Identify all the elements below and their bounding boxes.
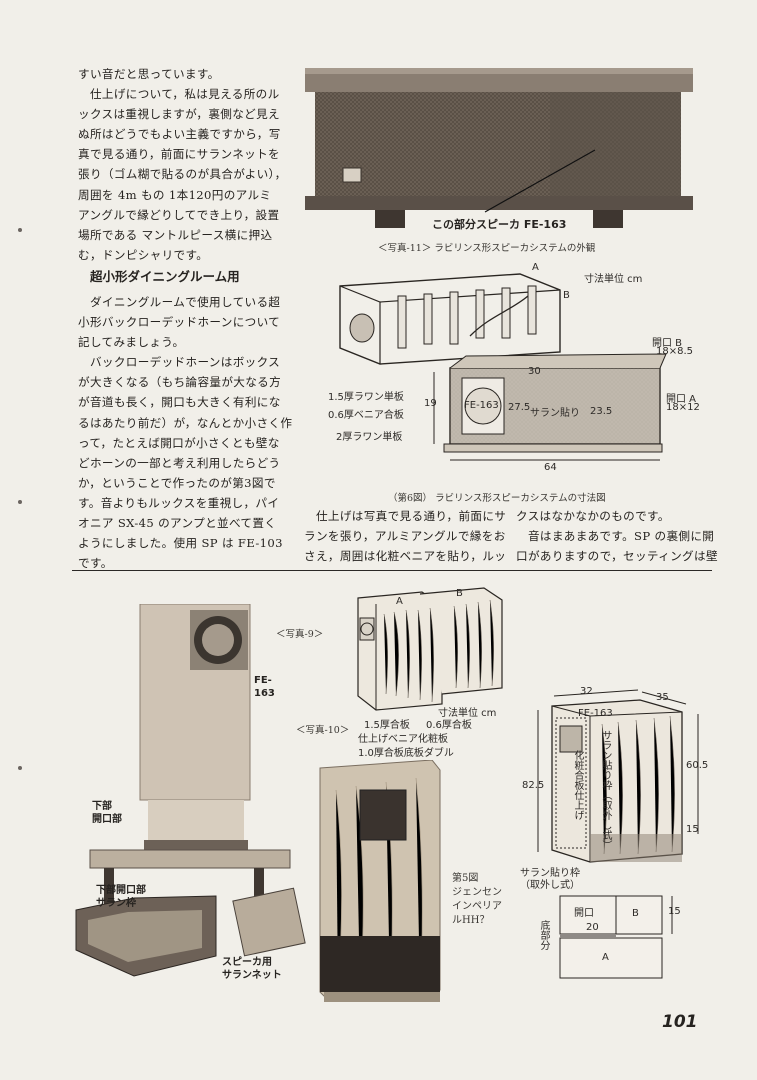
body-line: 記してみましょう。 <box>78 335 185 350</box>
body-line: 周囲を 4m もの 1本120円のアルミ <box>78 187 272 202</box>
fig6-dim-64: 64 <box>544 462 557 473</box>
page-number: 101 <box>662 1012 698 1032</box>
photo10-caption: ＜写真-10＞ <box>296 725 350 736</box>
photo9-caption: ＜写真-9＞ <box>276 629 324 640</box>
margin-dot <box>18 500 22 504</box>
photo10-cabinet <box>319 760 441 1002</box>
photo-label-lower-saran: 下部開口部 サラン枠 <box>96 885 146 909</box>
fig6-opening-a-title: 開口 A <box>666 394 697 405</box>
body-line: か，ということで作ったのが第3図で <box>78 475 276 490</box>
body-line: 張り（ゴム糊で貼るのが具合がよい）， <box>78 167 287 182</box>
fig6-opening-a-size: 18×12 <box>666 402 700 413</box>
photo9-finish: 仕上げベニア化粧板 <box>358 734 448 745</box>
mid-text-col1: 仕上げは写真で見る通り，前面にサランを張り，アルミアングルで縁をおさえ，周囲は化… <box>304 506 507 566</box>
fig6-dim-30: 30 <box>528 366 541 377</box>
body-line: って，たとえば開口が小さくとも壁な <box>78 435 280 450</box>
body-line: 小形バックローデッドホーンについて <box>78 315 281 330</box>
body-line: 真で見る通り，前面にサランネットを <box>78 147 281 162</box>
photo9-mat2: 0.6厚合板 <box>426 720 472 731</box>
fig6-saran: サラン貼り <box>530 408 580 419</box>
photo-speaker-stand <box>75 604 306 977</box>
photo-labyrinth-speaker <box>305 68 693 228</box>
margin-dot <box>18 228 22 232</box>
body-line: 場所である マントルピース横に押込 <box>78 227 273 242</box>
body-line: が音道も長く，開口も大きく有利にな <box>78 395 281 410</box>
fig5-opening: 開口 <box>574 908 594 919</box>
margin-dot <box>18 766 22 770</box>
body-text-section: ダイニングルームで使用している超小形バックローデッドホーンについて記してみましょ… <box>78 292 293 573</box>
fig6-speaker: FE-163 <box>464 400 499 411</box>
photo9-label-a: A <box>396 596 403 607</box>
photo9-base: 1.0厚合板底板ダブル <box>358 748 454 759</box>
fig6-material-1: 1.5厚ラワン単板 <box>328 392 404 403</box>
body-line: が大きくなる（もち論容量が大なる方 <box>78 375 282 390</box>
body-line: す。音よりもルックスを重視し，パイ <box>78 495 280 510</box>
fig5-dim-20: 20 <box>586 922 599 933</box>
photo9-label-b: B <box>456 588 463 599</box>
fig5-saran-frame-2: サラン貼り枠 （取外し式） <box>520 868 580 891</box>
fig6-material-3: 2厚ラワン単板 <box>336 432 403 443</box>
section-heading: 超小形ダイニングルーム用 <box>90 269 240 284</box>
photo9-drawing <box>357 587 503 711</box>
fig5-dim-82-5: 82.5 <box>522 780 545 791</box>
body-line: 仕上げは写真で見る通り，前面にサ <box>304 509 507 523</box>
photo11-label: この部分スピーカ FE-163 <box>432 218 567 231</box>
body-line: ダイニングルームで使用している超 <box>78 295 281 309</box>
fig5-dim-60-5: 60.5 <box>686 760 709 771</box>
body-line: 仕上げについて，私は見える所のル <box>78 87 280 102</box>
fig6-opening-b-title: 開口 B <box>652 338 683 349</box>
fig5-finish: 化粧合板仕上げ <box>572 750 583 820</box>
body-line: ランを張り，アルミアングルで縁をお <box>304 529 506 544</box>
body-line: バックローデッドホーンはボックス <box>78 355 281 370</box>
body-line: さえ，周囲は化粧ベニアを貼り，ルッ <box>304 549 507 564</box>
body-line: ようにしました。使用 SP は FE-103 <box>78 536 283 551</box>
section-divider <box>72 570 712 571</box>
body-line: ックスは重視しますが，裏側など見え <box>78 107 281 122</box>
fig6-unit: 寸法単位 cm <box>584 274 643 285</box>
body-line: クスはなかなかのものです。 <box>516 509 670 523</box>
body-line: ぬ所はどうでもよい主義ですから，写 <box>78 127 281 142</box>
fig5-dim-32: 32 <box>580 686 593 697</box>
body-text-top: すい音だと思っています。 仕上げについて，私は見える所のルックスは重視しますが，… <box>78 64 287 265</box>
fig5-bottom: 底部分 <box>538 920 549 950</box>
fig6-dim-23-5: 23.5 <box>590 406 613 417</box>
figure-6-drawing <box>339 273 667 461</box>
fig5-dim-15: 15 <box>686 824 699 835</box>
fig6-material-2: 0.6厚ベニア合板 <box>328 410 404 421</box>
mid-text-col2: クスはなかなかのものです。 音はまあまあです。SP の裏側に開口がありますので，… <box>516 506 718 566</box>
photo-label-speaker-net: スピーカ用 サランネット <box>222 957 282 981</box>
body-line: るはあたり前だ）が，なんとか小さく作 <box>78 415 293 430</box>
fig6-dim-19: 19 <box>424 398 437 409</box>
fig5-saran-frame: サラン貼り枠（取外し式） <box>600 730 611 850</box>
body-line: すい音だと思っています。 <box>78 67 220 81</box>
photo9-mat1: 1.5厚合板 <box>364 720 410 731</box>
fig6-caption: （第6図） ラビリンス形スピーカシステムの寸法図 <box>388 493 606 504</box>
body-line: アングルで縁どりしてでき上り，設置 <box>78 207 280 222</box>
fig6-dim-27-5: 27.5 <box>508 402 531 413</box>
photo-label-lower-opening: 下部 開口部 <box>92 801 122 825</box>
photo9-unit: 寸法単位 cm <box>438 708 497 719</box>
body-line: オニア SX-45 のアンプと並べて置く <box>78 516 277 531</box>
fig5-dim-15b: 15 <box>668 906 681 917</box>
fig6-label-b: B <box>563 290 570 301</box>
fig5-speaker: FE-163 <box>578 708 613 719</box>
body-line: どホーンの一部と考え利用したらどう <box>78 455 281 470</box>
fig5-dim-35: 35 <box>656 692 669 703</box>
fig5-label-a: A <box>602 952 609 963</box>
body-line: 口がありますので，セッティングは壁 <box>516 549 718 564</box>
body-line: です。 <box>78 556 113 571</box>
fig5-label-b: B <box>632 908 639 919</box>
fig6-label-a: A <box>532 262 539 273</box>
body-line: む，ドンピシャリです。 <box>78 247 209 262</box>
fig6-opening-b-size: 18×8.5 <box>656 346 694 357</box>
figure-5-drawing <box>537 689 699 979</box>
photo-label-fe163: FE- 163 <box>254 675 275 699</box>
body-line: 音はまあまあです。SP の裏側に開 <box>516 529 715 544</box>
photo11-caption: ＜写真-11＞ ラビリンス形スピーカシステムの外観 <box>378 243 596 254</box>
fig5-caption: 第5図 ジェンセン インペリア ルHH？ <box>452 873 502 926</box>
